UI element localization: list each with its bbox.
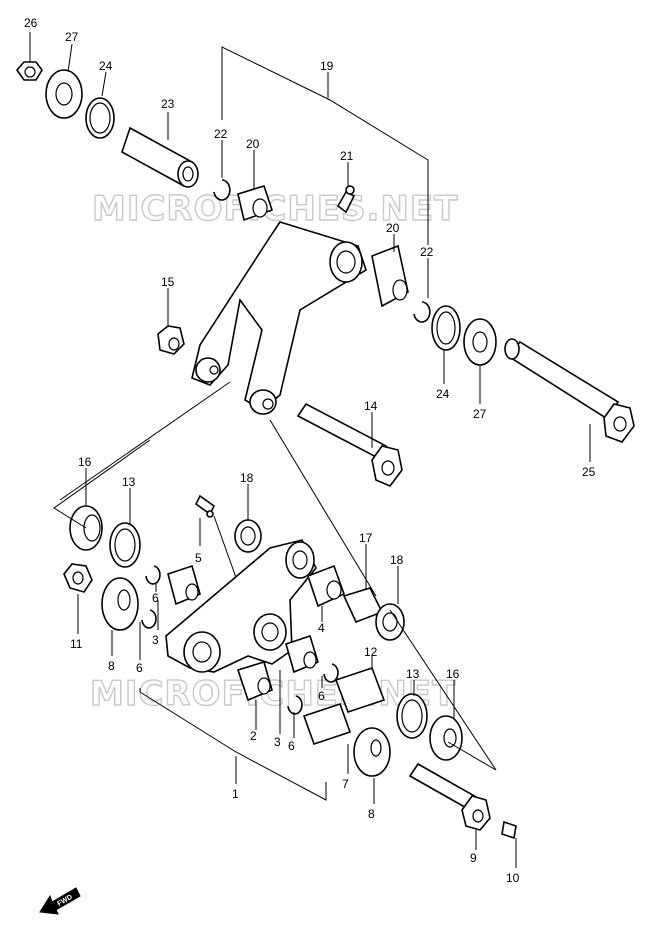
assembly-bracket-1 bbox=[139, 688, 327, 801]
callout-10: 10 bbox=[506, 871, 520, 885]
callout-3-left: 3 bbox=[152, 633, 159, 647]
seal-13-left bbox=[109, 522, 141, 568]
callout-5: 5 bbox=[195, 551, 202, 565]
circlip-22-left bbox=[213, 179, 231, 201]
callout-1: 1 bbox=[232, 787, 239, 801]
centerline-lower-left bbox=[53, 439, 151, 529]
callout-17: 17 bbox=[359, 531, 373, 545]
bushing-18-top bbox=[234, 519, 262, 553]
callout-16-left: 16 bbox=[78, 455, 92, 469]
bolt-9 bbox=[408, 762, 491, 831]
circlip-22-right bbox=[413, 301, 431, 323]
fwd-label: FWD bbox=[56, 894, 73, 908]
callout-22-right: 22 bbox=[420, 245, 434, 259]
bolt-25 bbox=[504, 338, 635, 443]
callout-26: 26 bbox=[24, 16, 38, 30]
bearing-16-right bbox=[429, 715, 463, 761]
callout-15: 15 bbox=[161, 275, 175, 289]
bushing-2 bbox=[236, 660, 273, 702]
callout-22-left: 22 bbox=[214, 127, 228, 141]
sleeve-7 bbox=[302, 702, 352, 746]
nut-15 bbox=[157, 325, 185, 355]
fwd-arrow: FWD bbox=[39, 887, 81, 915]
assembly-bracket-19 bbox=[221, 46, 429, 245]
bearing-27-top bbox=[45, 69, 83, 119]
callout-25: 25 bbox=[582, 465, 596, 479]
callout-20-right: 20 bbox=[386, 221, 400, 235]
callout-13-right: 13 bbox=[406, 667, 420, 681]
centerline-lower-right bbox=[389, 609, 497, 771]
centerline-lower-right-2 bbox=[447, 741, 497, 771]
callout-12: 12 bbox=[364, 645, 378, 659]
nut-10 bbox=[501, 820, 517, 840]
circlip-6-left-bottom bbox=[141, 609, 157, 629]
circlip-6-left-top bbox=[145, 565, 161, 585]
callout-18-top: 18 bbox=[240, 471, 254, 485]
callout-11: 11 bbox=[70, 637, 83, 651]
callout-20-left: 20 bbox=[246, 137, 260, 151]
callout-24-right: 24 bbox=[436, 387, 450, 401]
callout-6-c: 6 bbox=[318, 689, 325, 703]
bushing-20-left bbox=[237, 185, 274, 222]
callout-24-top: 24 bbox=[99, 59, 113, 73]
grease-nipple-5 bbox=[194, 494, 216, 518]
bushing-3-left bbox=[167, 564, 201, 606]
seal-24-right bbox=[431, 305, 461, 351]
callout-27-right: 27 bbox=[473, 407, 487, 421]
callout-23: 23 bbox=[161, 97, 175, 111]
bushing-3-middle bbox=[285, 634, 319, 674]
callout-14: 14 bbox=[364, 399, 378, 413]
cushion-rod-upper bbox=[191, 221, 367, 415]
callout-16-right: 16 bbox=[446, 667, 460, 681]
circlip-6-lower bbox=[287, 695, 303, 715]
washer-8-right bbox=[353, 727, 391, 777]
callout-9: 9 bbox=[470, 851, 477, 865]
leader-lines bbox=[29, 32, 591, 868]
nut-11 bbox=[63, 563, 93, 593]
callout-labels: 26 27 24 23 19 22 20 21 20 22 15 24 27 1… bbox=[24, 16, 596, 885]
seal-24-top bbox=[85, 97, 115, 139]
nut-26 bbox=[15, 61, 43, 81]
callout-13-left: 13 bbox=[122, 475, 136, 489]
callout-21: 21 bbox=[340, 149, 354, 163]
bushing-4 bbox=[306, 564, 345, 608]
callout-3-middle: 3 bbox=[274, 735, 281, 749]
sleeve-12 bbox=[334, 666, 386, 714]
watermark-bottom: MICROFICHES.NET bbox=[90, 674, 456, 714]
sleeve-23 bbox=[121, 126, 199, 188]
callout-19: 19 bbox=[320, 59, 334, 73]
washer-8-left bbox=[101, 577, 139, 631]
bushing-18-right bbox=[375, 603, 405, 641]
bushing-20-right bbox=[371, 244, 409, 308]
callout-7: 7 bbox=[342, 777, 349, 791]
callout-8-right: 8 bbox=[368, 807, 375, 821]
bearing-27-right bbox=[463, 318, 497, 366]
callout-2: 2 bbox=[250, 729, 257, 743]
seal-13-right bbox=[396, 693, 428, 739]
callout-8-left: 8 bbox=[108, 659, 115, 673]
watermark-top: MICROFICHES.NET bbox=[92, 189, 458, 229]
centerline-upper-mid bbox=[269, 419, 377, 597]
callout-18-right: 18 bbox=[390, 553, 404, 567]
bolt-14 bbox=[296, 402, 403, 487]
grease-nipple-21 bbox=[336, 185, 356, 214]
callout-27-top: 27 bbox=[65, 30, 79, 44]
callout-6-d: 6 bbox=[288, 739, 295, 753]
callout-6-a: 6 bbox=[152, 591, 159, 605]
cushion-lever-lower bbox=[165, 539, 317, 673]
centerline-upper-left bbox=[59, 381, 231, 501]
callout-4: 4 bbox=[318, 621, 325, 635]
callout-6-b: 6 bbox=[136, 661, 143, 675]
